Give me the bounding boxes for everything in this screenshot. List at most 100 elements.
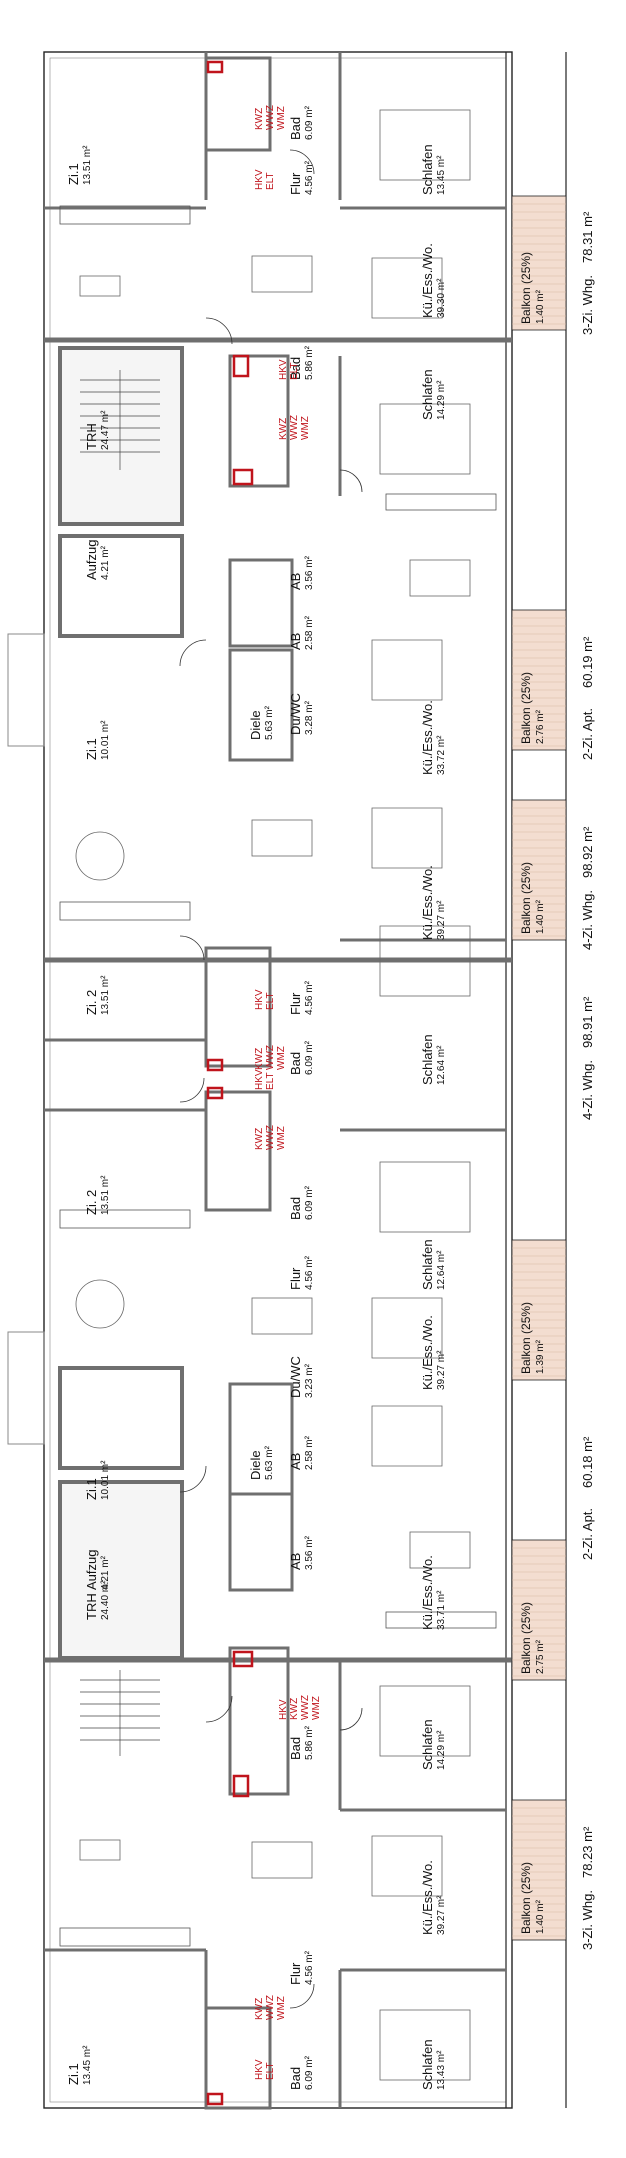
meter-code: WWZ (265, 1045, 276, 1070)
room-area: 6.09 m² (304, 105, 315, 140)
room-name: Bad (288, 1052, 303, 1075)
room-name: Zi. 2 (84, 1190, 99, 1215)
room-area: 4.21 m² (100, 1555, 111, 1590)
meter-code: HKV (254, 1069, 265, 1090)
room-area: 5.63 m² (264, 1445, 275, 1480)
meter-code: WMZ (276, 1046, 287, 1070)
meter-code: HKV (254, 2059, 265, 2080)
balcony-name: Balkon (25%) (519, 1862, 533, 1934)
room-name: Du/WC (288, 1356, 303, 1398)
meter-code: HKV (278, 1699, 289, 1720)
room-name: Schlafen (420, 1034, 435, 1085)
room-name: Aufzug (84, 540, 99, 580)
room-name: AB (288, 633, 303, 650)
room-area: 3.56 m² (304, 555, 315, 590)
room-area: 24.47 m² (100, 410, 111, 450)
room-area: 39.27 m² (436, 900, 447, 940)
room-area: 39.27 m² (436, 1350, 447, 1390)
meter-code: KWZ (254, 108, 265, 130)
room-name: Bad (288, 1737, 303, 1760)
apartment-area: 60.19 m² (580, 636, 595, 688)
apartment-label: 4-Zi. Whg. 98.91 m² (580, 996, 595, 1120)
room-area: 12.64 m² (436, 1250, 447, 1290)
room-area: 12.64 m² (436, 1045, 447, 1085)
room-area: 4.56 m² (304, 980, 315, 1015)
meter-code: WMZ (276, 1996, 287, 2020)
meter-code: KWZ (254, 1048, 265, 1070)
balcony (511, 1539, 567, 1681)
room-name: Schlafen (420, 1719, 435, 1770)
balcony-area (511, 1539, 567, 1681)
balcony (511, 799, 567, 941)
meter-code: HKV (278, 359, 289, 380)
room-area: 39.27 m² (436, 1895, 447, 1935)
apartment-area: 78.23 m² (580, 1826, 595, 1878)
room-name: Schlafen (420, 369, 435, 420)
apartment-label: 4-Zi. Whg.98.92 m² (580, 826, 595, 950)
apartment-type: 4-Zi. Whg. (580, 1060, 595, 1120)
meter-code: WWZ (265, 1125, 276, 1150)
meter-code: WWZ (265, 105, 276, 130)
meter-code: WMZ (276, 1126, 287, 1150)
apartment-area: 98.91 m² (580, 996, 595, 1048)
room-name: Kü./Ess./Wo. (420, 1860, 435, 1935)
room-name: Zi.1 (84, 738, 99, 760)
room-name: Flur (288, 1267, 303, 1290)
balcony (511, 609, 567, 751)
room-label: Kü./Ess./Wo.39.30 m² (420, 243, 447, 318)
balcony-name: Balkon (25%) (519, 672, 533, 744)
room-name: Flur (288, 172, 303, 195)
apartment-area: 98.92 m² (580, 826, 595, 878)
room-area: 4.21 m² (100, 545, 111, 580)
balcony-area: 1.40 m² (535, 289, 546, 324)
meter-code: WWZ (300, 1695, 311, 1720)
apartment-area: 60.18 m² (580, 1436, 595, 1488)
room-area: 10.01 m² (100, 1460, 111, 1500)
room-name: AB (288, 1453, 303, 1470)
meter-code: WMZ (300, 416, 311, 440)
room-area: 33.72 m² (436, 735, 447, 775)
room-name: Kü./Ess./Wo. (420, 865, 435, 940)
room-name: Kü./Ess./Wo. (420, 1315, 435, 1390)
room-area: 13.45 m² (436, 155, 447, 195)
balcony-area: 1.40 m² (535, 1899, 546, 1934)
room-label: Kü./Ess./Wo.39.27 m² (420, 1860, 447, 1935)
balcony-area (511, 799, 567, 941)
room-area: 3.56 m² (304, 1535, 315, 1570)
apartment-type: 3-Zi. Whg. (580, 275, 595, 335)
meter-code: WWZ (289, 415, 300, 440)
room-name: Zi. 2 (84, 990, 99, 1015)
room-name: Bad (288, 1197, 303, 1220)
meter-code: ELT (265, 1072, 276, 1090)
balcony (511, 1799, 567, 1941)
room-name: Flur (288, 1962, 303, 1985)
meter-code: HKV (254, 989, 265, 1010)
room-area: 13.43 m² (436, 2050, 447, 2090)
room-area: 13.51 m² (100, 975, 111, 1015)
room-area: 13.51 m² (100, 1175, 111, 1215)
meter-code: WMZ (276, 106, 287, 130)
apartment-type: 2-Zi. Apt. (580, 708, 595, 760)
room-label: Kü./Ess./Wo.39.27 m² (420, 1315, 447, 1390)
meter-code: KWZ (289, 1698, 300, 1720)
